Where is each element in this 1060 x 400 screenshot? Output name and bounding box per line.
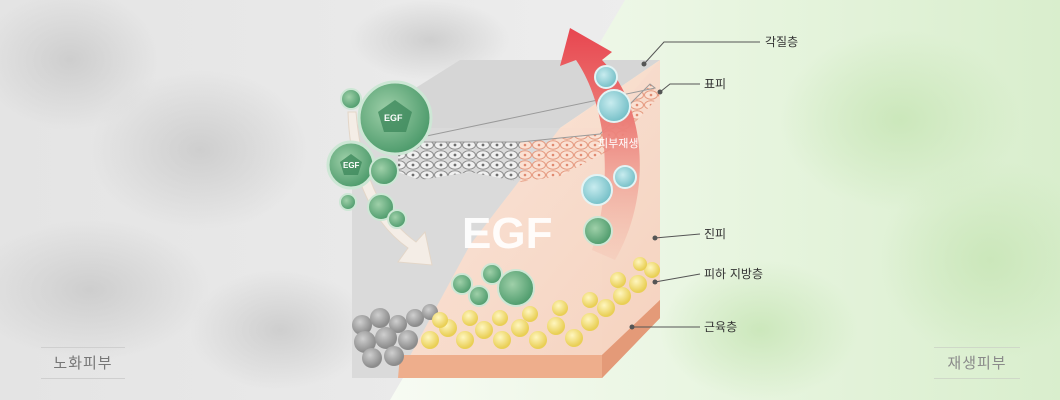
callout-dots — [629, 61, 663, 330]
egf-molecule-label-large: EGF — [384, 113, 403, 123]
arrow-text: 피부재생 — [598, 137, 638, 150]
subcutaneous-fat-cluster — [421, 257, 660, 349]
muscle-layer — [398, 300, 660, 378]
aged-fat-cluster — [352, 304, 438, 368]
regeneration-arrow — [560, 28, 640, 260]
callout-stratum-corneum: 각질층 — [765, 35, 799, 49]
aged-skin-label: 노화피부 — [41, 347, 125, 379]
callout-lines — [632, 41, 760, 328]
skin-cube — [352, 60, 660, 378]
regenerated-cells — [581, 65, 637, 206]
egf-molecules-left: EGF EGF — [326, 80, 613, 307]
callout-epidermis: 표피 — [704, 77, 727, 91]
egf-molecule-label-medium: EGF — [343, 161, 360, 170]
muscle-side — [602, 300, 660, 378]
callout-subcutaneous-fat: 피하 지방층 — [704, 267, 764, 281]
center-egf-text: EGF — [462, 209, 552, 258]
callout-dermis: 진피 — [704, 227, 727, 241]
regenerated-skin-label: 재생피부 — [934, 347, 1020, 379]
callout-muscle: 근육층 — [704, 320, 738, 334]
